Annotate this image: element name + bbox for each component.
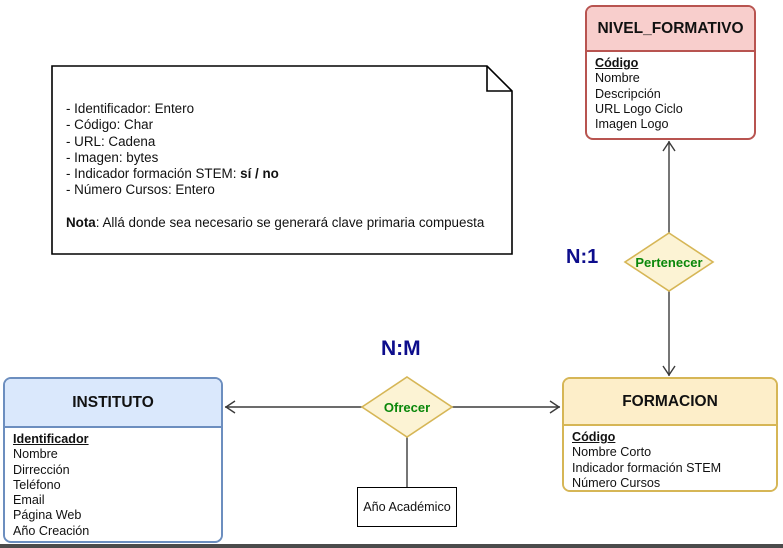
entity-nivel-formativo-title: NIVEL_FORMATIVO <box>587 7 754 52</box>
attribute: Descripción <box>595 86 661 101</box>
attribute: Email <box>13 493 45 508</box>
attribute: Nombre <box>595 71 640 86</box>
note-line: - Código: Char <box>66 117 154 133</box>
entity-nivel-formativo-attributes: Código Nombre Descripción URL Logo Ciclo… <box>587 52 754 133</box>
entity-formacion: FORMACION Código Nombre Corto Indicador … <box>562 377 778 492</box>
note-line: - Número Cursos: Entero <box>66 182 215 198</box>
entity-instituto-title: INSTITUTO <box>5 379 221 428</box>
note-line: - Indicador formación STEM: sí / no <box>66 166 279 182</box>
note-fold <box>486 66 512 92</box>
arrow-into-formacion-left <box>549 400 561 414</box>
arrow-into-formacion-top <box>662 365 676 377</box>
attribute-primary-key: Identificador <box>13 432 89 446</box>
anio-academico-box: Año Académico <box>357 487 457 527</box>
note-line: - Imagen: bytes <box>66 149 159 165</box>
entity-instituto-attributes: Identificador Nombre Dirrección Teléfono… <box>5 428 221 540</box>
attribute: Nombre Corto <box>572 445 652 460</box>
diamond-ofrecer <box>360 376 454 438</box>
attribute: Página Web <box>13 508 82 523</box>
cardinality-nm-label: N:M <box>381 337 421 360</box>
attribute-primary-key: Código <box>572 430 616 444</box>
note-annotation: - Identificador: Entero - Código: Char -… <box>66 101 506 231</box>
entity-formacion-attributes: Código Nombre Corto Indicador formación … <box>564 426 776 490</box>
entity-instituto: INSTITUTO Identificador Nombre Dirrecció… <box>3 377 223 543</box>
cardinality-n1-label: N:1 <box>566 246 599 268</box>
attribute: Imagen Logo <box>595 117 669 132</box>
arrow-into-instituto <box>224 400 236 414</box>
attribute: Número Cursos <box>572 475 661 490</box>
entity-formacion-title: FORMACION <box>564 379 776 426</box>
attribute: Año Creación <box>13 523 90 538</box>
attribute: Teléfono <box>13 477 61 492</box>
attribute: Dirrección <box>13 462 70 477</box>
relationship-pertenecer-label: Pertenecer <box>635 255 703 270</box>
entity-nivel-formativo: NIVEL_FORMATIVO Código Nombre Descripció… <box>585 5 756 140</box>
attribute: Nombre <box>13 447 58 462</box>
attribute-primary-key: Código <box>595 56 639 70</box>
relationship-ofrecer-label: Ofrecer <box>383 400 431 415</box>
note-line: - Identificador: Entero <box>66 101 195 116</box>
note-line: - URL: Cadena <box>66 133 156 149</box>
note-shape <box>51 65 513 255</box>
note-footer: Nota: Allá donde sea necesario se genera… <box>66 214 485 230</box>
diamond-pertenecer <box>623 232 715 292</box>
window-bottom-edge <box>0 544 783 548</box>
arrow-into-nivel <box>662 140 676 152</box>
attribute: Indicador formación STEM <box>572 460 722 475</box>
attribute: URL Logo Ciclo <box>595 101 683 116</box>
